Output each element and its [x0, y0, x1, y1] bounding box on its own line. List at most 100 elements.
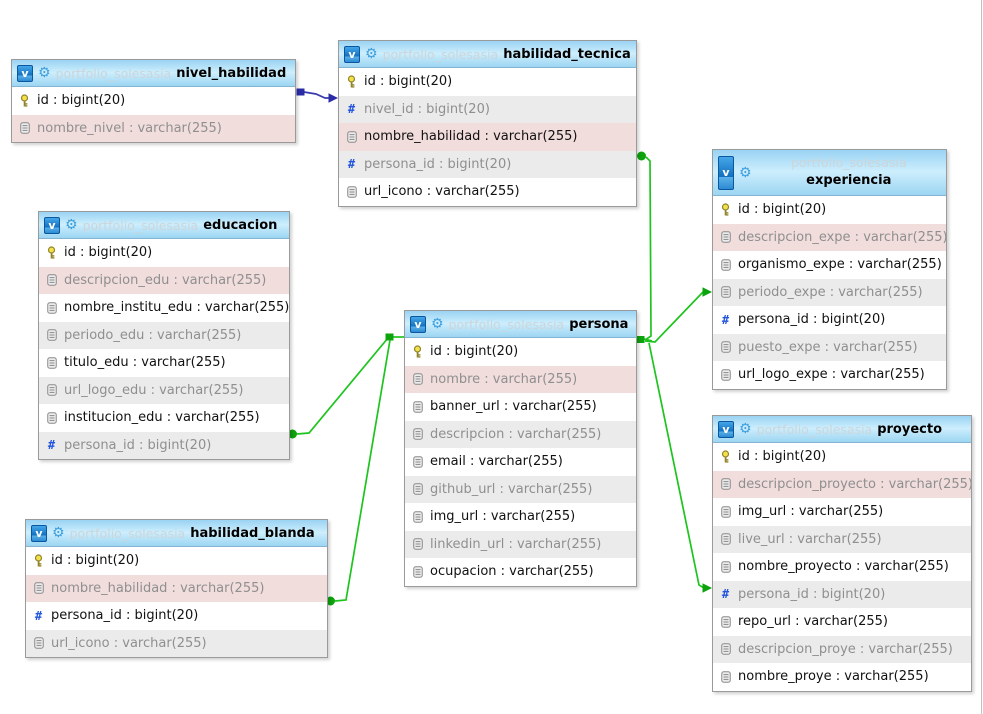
column-row-experiencia[interactable]: puesto_expe : varchar(255)	[713, 333, 946, 361]
view-badge-icon: v	[44, 216, 60, 234]
column-row-educacion[interactable]: nombre_institu_edu : varchar(255)	[39, 294, 289, 322]
column-row-persona[interactable]: ocupacion : varchar(255)	[405, 558, 636, 586]
column-row-educacion[interactable]: descripcion_edu : varchar(255)	[39, 266, 289, 294]
column-row-educacion[interactable]: id : bigint(20)	[39, 239, 289, 267]
column-row-experiencia[interactable]: organismo_expe : varchar(255)	[713, 251, 946, 279]
text-column-icon	[719, 533, 732, 545]
primary-key-icon	[345, 75, 358, 89]
text-column-icon	[719, 478, 732, 490]
column-row-persona[interactable]: email : varchar(255)	[405, 448, 636, 476]
column-row-nivel_habilidad[interactable]: id : bigint(20)	[12, 87, 295, 115]
relation-nivel_habilidad-to-habilidad_tecnica[interactable]	[296, 88, 339, 103]
text-column-icon	[719, 231, 732, 243]
column-row-experiencia[interactable]: id : bigint(20)	[713, 196, 946, 224]
column-row-educacion[interactable]: titulo_edu : varchar(255)	[39, 349, 289, 377]
column-row-educacion[interactable]: #persona_id : bigint(20)	[39, 431, 289, 459]
column-definition: url_icono : varchar(255)	[364, 184, 520, 200]
column-row-proyecto[interactable]: #persona_id : bigint(20)	[713, 580, 971, 608]
column-definition: persona_id : bigint(20)	[738, 586, 886, 602]
primary-key-icon	[45, 246, 58, 260]
page-boundary	[981, 0, 982, 714]
text-column-icon	[719, 506, 732, 518]
column-row-persona[interactable]: linkedin_url : varchar(255)	[405, 530, 636, 558]
column-row-educacion[interactable]: periodo_edu : varchar(255)	[39, 321, 289, 349]
column-row-habilidad_blanda[interactable]: id : bigint(20)	[26, 547, 327, 575]
column-row-proyecto[interactable]: img_url : varchar(255)	[713, 498, 971, 526]
text-column-icon	[411, 456, 424, 468]
text-column-icon	[45, 274, 58, 286]
relation-persona-to-educacion[interactable]	[288, 333, 404, 439]
view-badge-icon: v	[718, 155, 734, 190]
column-row-experiencia[interactable]: periodo_expe : varchar(255)	[713, 278, 946, 306]
column-row-proyecto[interactable]: repo_url : varchar(255)	[713, 608, 971, 636]
column-row-educacion[interactable]: institucion_edu : varchar(255)	[39, 404, 289, 432]
column-definition: puesto_expe : varchar(255)	[738, 339, 918, 355]
primary-key-icon	[719, 450, 732, 464]
relation-persona-to-habilidad_tecnica[interactable]	[636, 151, 653, 344]
text-column-icon	[345, 186, 358, 198]
column-row-experiencia[interactable]: url_logo_expe : varchar(255)	[713, 361, 946, 389]
column-definition: live_url : varchar(255)	[738, 531, 882, 547]
column-definition: email : varchar(255)	[430, 454, 563, 470]
column-row-persona[interactable]: descripcion : varchar(255)	[405, 420, 636, 448]
column-row-proyecto[interactable]: id : bigint(20)	[713, 443, 971, 471]
text-column-icon	[719, 671, 732, 683]
relation-persona-to-habilidad_blanda[interactable]	[326, 339, 391, 606]
primary-key-icon	[18, 94, 31, 108]
column-row-persona[interactable]: nombre : varchar(255)	[405, 365, 636, 393]
column-row-persona[interactable]: banner_url : varchar(255)	[405, 393, 636, 421]
column-definition: descripcion_edu : varchar(255)	[64, 272, 267, 288]
column-definition: linkedin_url : varchar(255)	[430, 536, 602, 552]
column-row-habilidad_tecnica[interactable]: url_icono : varchar(255)	[339, 178, 636, 206]
text-column-icon	[411, 511, 424, 523]
column-row-persona[interactable]: id : bigint(20)	[405, 338, 636, 366]
column-definition: id : bigint(20)	[37, 93, 126, 109]
text-column-icon	[719, 341, 732, 353]
text-column-icon	[719, 643, 732, 655]
schema-name: portfolio_solesasia	[69, 525, 186, 541]
column-row-experiencia[interactable]: #persona_id : bigint(20)	[713, 306, 946, 334]
column-row-proyecto[interactable]: descripcion_proyecto : varchar(255)	[713, 470, 971, 498]
column-row-habilidad_tecnica[interactable]: nombre_habilidad : varchar(255)	[339, 123, 636, 151]
column-row-experiencia[interactable]: descripcion_expe : varchar(255)	[713, 223, 946, 251]
relation-persona-to-proyecto[interactable]	[648, 342, 712, 593]
column-row-habilidad_blanda[interactable]: #persona_id : bigint(20)	[26, 602, 327, 630]
schema-name: portfolio_solesasia	[756, 421, 873, 437]
relation-persona-to-experiencia[interactable]	[644, 287, 712, 343]
column-row-habilidad_blanda[interactable]: nombre_habilidad : varchar(255)	[26, 574, 327, 602]
column-row-habilidad_tecnica[interactable]: #persona_id : bigint(20)	[339, 150, 636, 178]
column-row-educacion[interactable]: url_logo_edu : varchar(255)	[39, 376, 289, 404]
column-row-proyecto[interactable]: nombre_proyecto : varchar(255)	[713, 553, 971, 581]
column-row-persona[interactable]: github_url : varchar(255)	[405, 475, 636, 503]
column-row-habilidad_blanda[interactable]: url_icono : varchar(255)	[26, 629, 327, 657]
column-row-proyecto[interactable]: descripcion_proye : varchar(255)	[713, 635, 971, 663]
column-row-habilidad_tecnica[interactable]: id : bigint(20)	[339, 68, 636, 96]
text-column-icon	[32, 582, 45, 594]
column-row-proyecto[interactable]: nombre_proye : varchar(255)	[713, 663, 971, 691]
column-row-proyecto[interactable]: live_url : varchar(255)	[713, 525, 971, 553]
column-definition: id : bigint(20)	[738, 449, 827, 465]
text-column-icon	[719, 616, 732, 628]
column-definition: persona_id : bigint(20)	[738, 312, 886, 328]
column-row-nivel_habilidad[interactable]: nombre_nivel : varchar(255)	[12, 114, 295, 142]
gear-icon: ⚙	[739, 164, 752, 181]
column-definition: img_url : varchar(255)	[430, 509, 576, 525]
column-row-habilidad_tecnica[interactable]: #nivel_id : bigint(20)	[339, 95, 636, 123]
column-row-persona[interactable]: img_url : varchar(255)	[405, 503, 636, 531]
table-title: experiencia	[806, 173, 892, 189]
